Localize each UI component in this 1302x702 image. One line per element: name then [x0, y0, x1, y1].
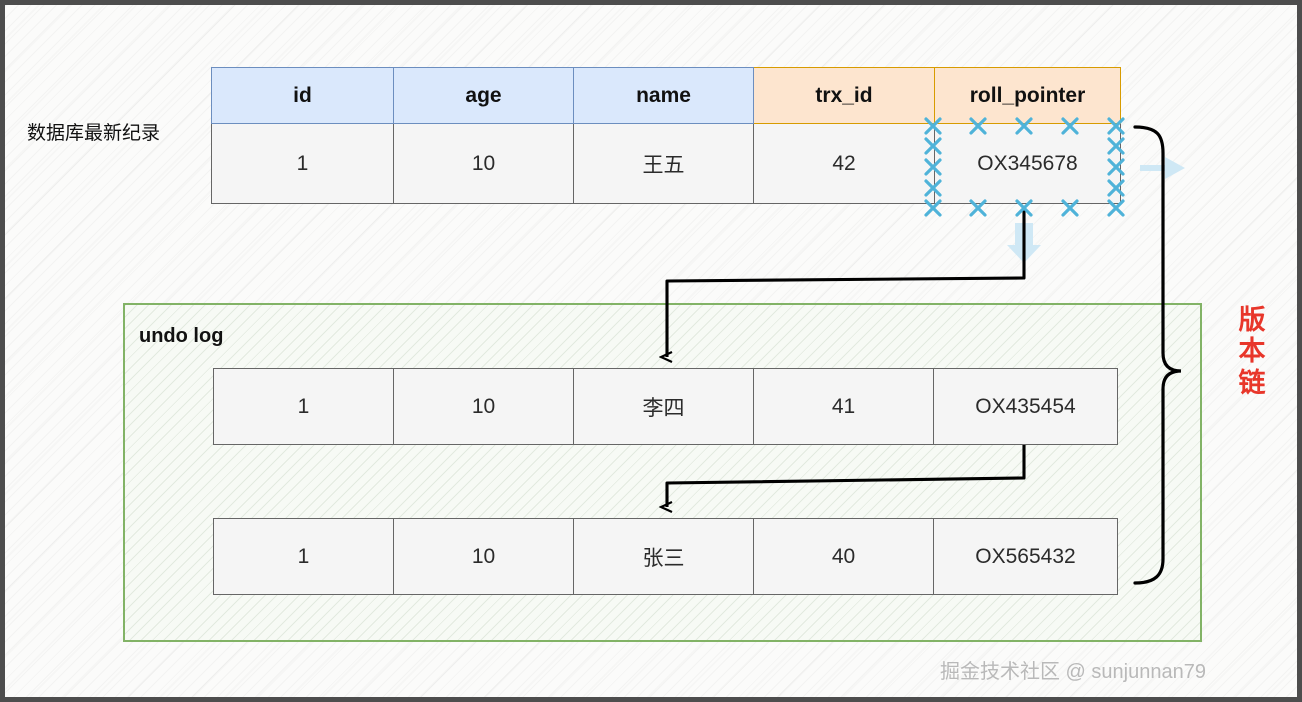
column-header-id: id [211, 67, 394, 124]
undo-cell-roll-pointer: OX435454 [933, 368, 1118, 445]
undo-cell-name: 张三 [573, 518, 754, 595]
column-header-name: name [573, 67, 754, 124]
hint-arrow-right-icon [1140, 157, 1185, 179]
cell-age: 10 [393, 123, 574, 204]
cell-roll-pointer[interactable]: OX345678 [934, 123, 1121, 204]
undo-log-title: undo log [139, 325, 224, 347]
column-header-trx-id: trx_id [753, 67, 935, 124]
table-header-row: id age name trx_id roll_pointer [211, 67, 1121, 124]
cell-id: 1 [211, 123, 394, 204]
hint-arrow-down-icon [1007, 223, 1041, 263]
latest-record-table: id age name trx_id roll_pointer 1 10 王五 … [211, 67, 1121, 204]
cell-name: 王五 [573, 123, 754, 204]
undo-cell-roll-pointer: OX565432 [933, 518, 1118, 595]
column-header-age: age [393, 67, 574, 124]
undo-cell-id: 1 [213, 368, 394, 445]
cell-trx-id: 42 [753, 123, 935, 204]
undo-cell-age: 10 [393, 518, 574, 595]
undo-cell-name: 李四 [573, 368, 754, 445]
undo-log-row-2: 1 10 张三 40 OX565432 [213, 518, 1118, 595]
watermark-credit: 掘金技术社区 @ sunjunnan79 [940, 661, 1206, 683]
undo-cell-age: 10 [393, 368, 574, 445]
undo-cell-id: 1 [213, 518, 394, 595]
latest-record-caption: 数据库最新纪录 [27, 123, 161, 144]
undo-cell-trx-id: 40 [753, 518, 934, 595]
undo-log-row-1: 1 10 李四 41 OX435454 [213, 368, 1118, 445]
undo-cell-trx-id: 41 [753, 368, 934, 445]
column-header-roll-pointer: roll_pointer [934, 67, 1121, 124]
table-row: 1 10 王五 42 OX345678 [211, 123, 1121, 204]
version-chain-label: 版本链 [1238, 305, 1266, 398]
